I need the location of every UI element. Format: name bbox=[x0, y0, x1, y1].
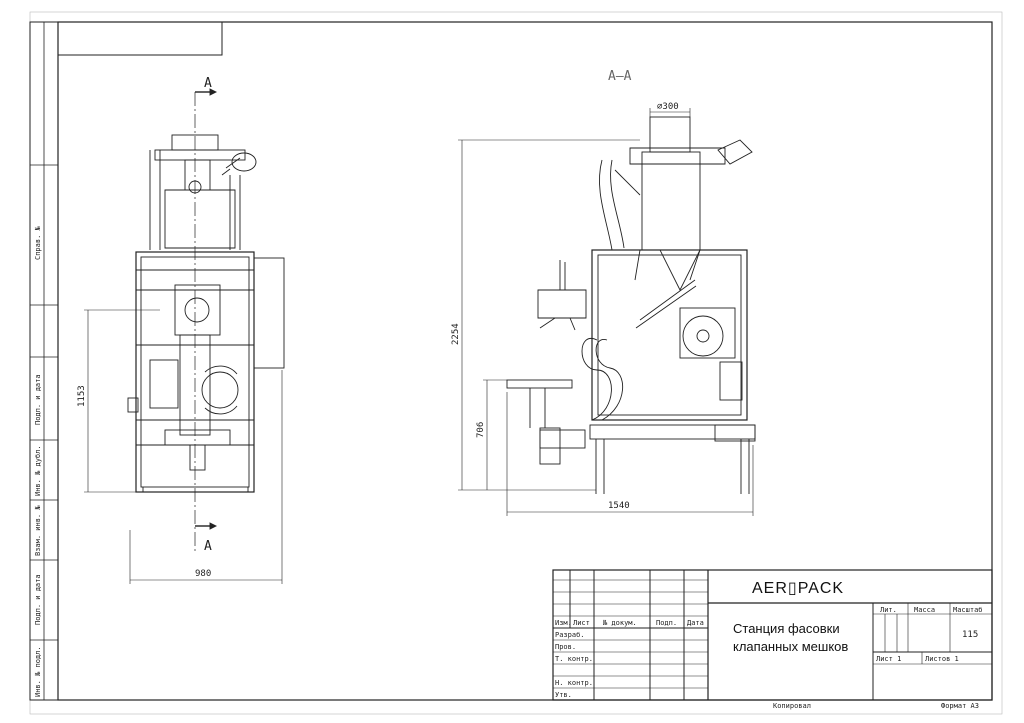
copied-label: Копировал bbox=[773, 702, 811, 710]
pipe-diameter-dimension: ⌀300 bbox=[657, 102, 679, 112]
strip-label-inv-podl: Инв. № подл. bbox=[34, 646, 42, 697]
section-view bbox=[506, 116, 756, 494]
front-view bbox=[127, 88, 285, 552]
side-total-height-dimension: 2254 bbox=[451, 323, 461, 345]
strip-label-vzam: Взам. инв. № bbox=[34, 505, 42, 556]
sheets-label: Листов 1 bbox=[925, 655, 959, 663]
mass-value: 115 bbox=[962, 630, 978, 640]
cut-mark-top-label: А bbox=[204, 76, 212, 91]
header-data: Дата bbox=[687, 619, 704, 627]
section-dimensions bbox=[458, 108, 754, 516]
strip-label-podp-1: Подп. и дата bbox=[34, 374, 42, 425]
sheet-border bbox=[57, 21, 993, 701]
role-razrab: Разраб. bbox=[555, 631, 585, 639]
header-dokum: № докум. bbox=[602, 619, 637, 627]
side-width-dimension: 1540 bbox=[608, 501, 630, 511]
header-list: Лист bbox=[573, 619, 590, 627]
side-strip: Справ. № Подп. и дата Инв. № дубл. Взам.… bbox=[29, 21, 59, 701]
strip-label-podp-2: Подп. и дата bbox=[34, 574, 42, 625]
top-left-stamp-box bbox=[58, 22, 223, 56]
front-width-dimension: 980 bbox=[195, 569, 211, 579]
role-t-kontr: Т. контр. bbox=[555, 655, 593, 663]
role-prov: Пров. bbox=[555, 643, 576, 651]
mass-label: Масса bbox=[914, 606, 935, 614]
lit-label: Лит. bbox=[880, 606, 897, 614]
title-block bbox=[552, 569, 993, 701]
front-dimensions bbox=[84, 309, 283, 584]
cut-mark-bottom-label: А bbox=[204, 539, 212, 554]
front-height-dimension: 1153 bbox=[77, 385, 87, 407]
strip-label-inv-dubl: Инв. № дубл. bbox=[34, 445, 42, 496]
header-podp: Подп. bbox=[656, 619, 677, 627]
outer-sheet-edge bbox=[29, 11, 1003, 715]
section-title: А–А bbox=[608, 69, 632, 84]
company-logo-text: AER▯PACK bbox=[752, 580, 844, 597]
side-shelf-height-dimension: 706 bbox=[476, 422, 486, 438]
drawing-name-line1: Станция фасовки bbox=[733, 621, 840, 636]
role-utv: Утв. bbox=[555, 691, 572, 699]
header-izm: Изм. bbox=[555, 619, 572, 627]
format-label: Формат А3 bbox=[941, 702, 979, 710]
drawing-name-line2: клапанных мешков bbox=[733, 639, 848, 654]
sheet-label: Лист 1 bbox=[876, 655, 901, 663]
scale-label: Масштаб bbox=[953, 606, 983, 614]
role-n-kontr: Н. контр. bbox=[555, 679, 593, 687]
strip-label-sprav: Справ. № bbox=[34, 225, 42, 260]
